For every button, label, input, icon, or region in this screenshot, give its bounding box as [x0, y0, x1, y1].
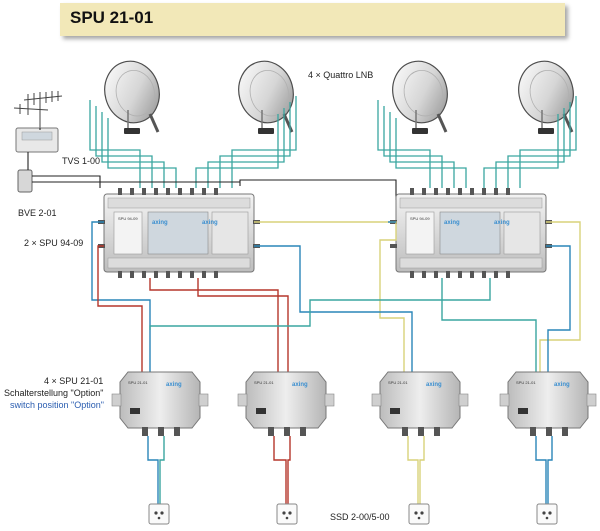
- svg-text:SPU 21-01: SPU 21-01: [128, 380, 148, 385]
- switch-position-de-label: Schalterstellung "Option": [4, 388, 103, 398]
- distribution-cables: [91, 221, 581, 372]
- spu21-switch-3: SPU 21-01 axing: [371, 371, 469, 437]
- svg-text:axing: axing: [202, 220, 218, 226]
- spu94-right: axing SPU 94-09 axing: [389, 187, 553, 279]
- tvs-amplifier: [15, 127, 59, 153]
- svg-text:axing: axing: [444, 220, 460, 226]
- svg-text:SPU 21-01: SPU 21-01: [516, 380, 536, 385]
- spu21-switch-4: SPU 21-01 axing: [499, 371, 597, 437]
- tvs-label: TVS 1-00: [62, 156, 100, 166]
- wall-outlet-2: [276, 503, 298, 525]
- svg-text:axing: axing: [426, 382, 442, 388]
- spu21-switch-1: SPU 21-01 axing: [111, 371, 209, 437]
- spu21-switch-2: SPU 21-01 axing: [237, 371, 335, 437]
- spu94-left: axing SPU 94-09 axing: [97, 187, 261, 279]
- wall-outlet-1: [148, 503, 170, 525]
- switch-position-en-label: switch position "Option": [10, 400, 104, 410]
- svg-text:axing: axing: [554, 382, 570, 388]
- wall-outlet-4: [536, 503, 558, 525]
- title-bar: SPU 21-01: [60, 3, 565, 36]
- lnb-cables: [89, 96, 577, 188]
- spu94-label: 2 × SPU 94-09: [24, 238, 83, 248]
- bve-label: BVE 2-01: [18, 208, 57, 218]
- terrestrial-cables: [27, 128, 397, 200]
- spu21-label: 4 × SPU 21-01: [44, 376, 103, 386]
- bve-splitter: [17, 169, 33, 193]
- terrestrial-antenna: [13, 91, 63, 130]
- svg-text:SPU 94-09: SPU 94-09: [410, 216, 430, 221]
- svg-text:SPU 21-01: SPU 21-01: [254, 380, 274, 385]
- svg-text:axing: axing: [166, 382, 182, 388]
- outlet-cables: [147, 436, 553, 505]
- ssd-label: SSD 2-00/5-00: [330, 512, 390, 522]
- page-title: SPU 21-01: [70, 8, 154, 27]
- svg-text:axing: axing: [494, 220, 510, 226]
- svg-text:axing: axing: [292, 382, 308, 388]
- wall-outlet-3: [408, 503, 430, 525]
- svg-text:SPU 94-09: SPU 94-09: [118, 216, 138, 221]
- lnb-label: 4 × Quattro LNB: [308, 70, 373, 80]
- svg-text:SPU 21-01: SPU 21-01: [388, 380, 408, 385]
- svg-text:axing: axing: [152, 220, 168, 226]
